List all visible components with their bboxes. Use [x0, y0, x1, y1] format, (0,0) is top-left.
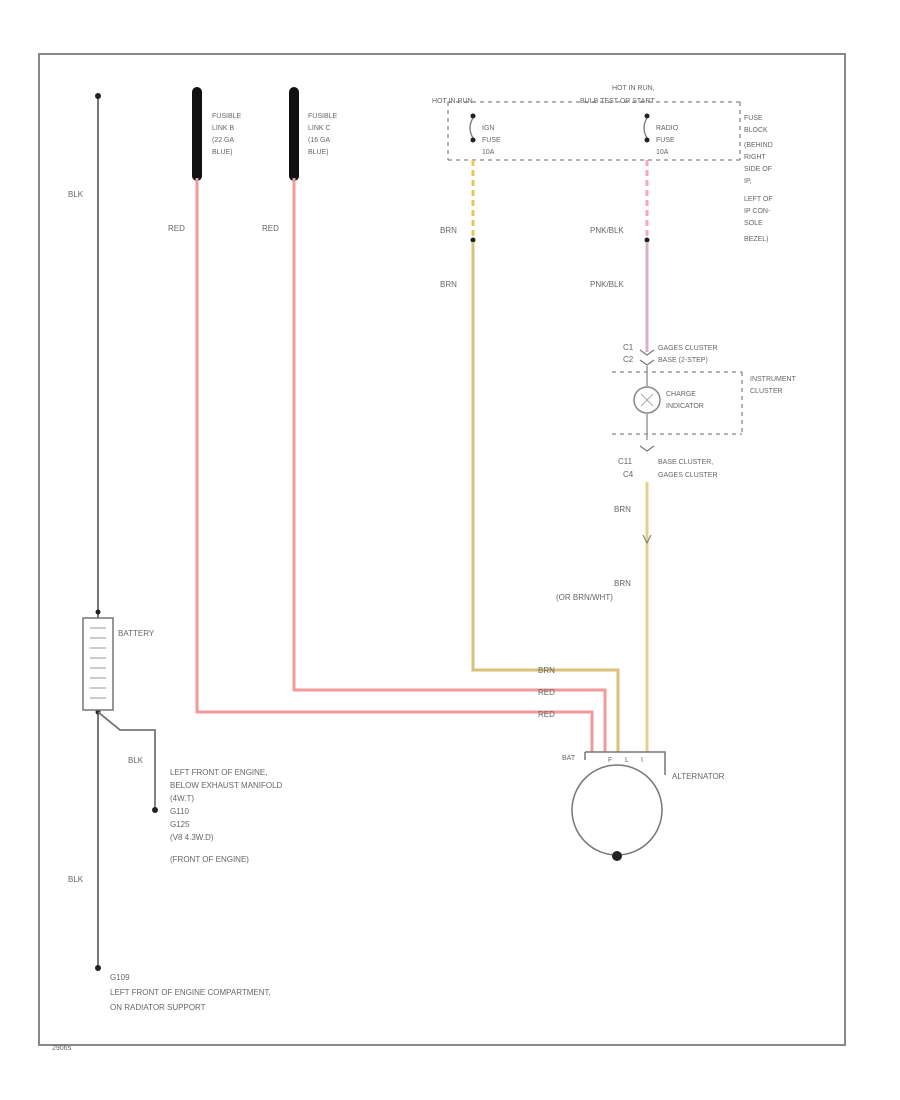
alt-term-i: I	[641, 757, 643, 764]
red-wire-link-b	[195, 178, 594, 752]
svg-text:FUSE: FUSE	[482, 137, 501, 144]
brn-label-2: BRN	[440, 280, 457, 289]
svg-text:IP,: IP,	[744, 178, 752, 185]
alternator-symbol	[571, 764, 663, 856]
connector-c11-c4	[639, 445, 655, 452]
red-label-b: RED	[168, 224, 185, 233]
charge-indicator-label: CHARGE INDICATOR	[666, 391, 704, 410]
alt-term-l: L	[625, 757, 629, 764]
gages-cluster-c1-label: GAGES CLUSTER	[658, 345, 718, 352]
svg-text:BLOCK: BLOCK	[744, 127, 768, 134]
fuse-block-outline	[447, 101, 741, 161]
blk-label-ground: BLK	[128, 756, 144, 765]
svg-text:CLUSTER: CLUSTER	[750, 388, 783, 395]
svg-text:RIGHT: RIGHT	[744, 154, 767, 161]
hot-in-run-bulb-label-1: HOT IN RUN,	[612, 85, 655, 92]
svg-text:SOLE: SOLE	[744, 220, 763, 227]
radio-fuse	[643, 113, 650, 143]
ign-fuse-label: IGN FUSE 10A	[482, 125, 501, 156]
svg-text:LINK B: LINK B	[212, 125, 235, 132]
page-id: 2906s	[52, 1045, 72, 1052]
c4-label: C4	[623, 470, 634, 479]
fuse-block-note: FUSE BLOCK (BEHIND RIGHT SIDE OF IP, LEF…	[744, 115, 773, 243]
svg-text:(22 GA: (22 GA	[212, 137, 235, 144]
instrument-cluster-label: INSTRUMENT CLUSTER	[750, 376, 797, 395]
svg-text:G110: G110	[170, 807, 190, 816]
radio-fuse-label: RADIO FUSE 10A	[656, 125, 679, 156]
gages-cluster-c4-label: GAGES CLUSTER	[658, 472, 718, 479]
svg-text:FUSIBLE: FUSIBLE	[212, 113, 242, 120]
alt-term-bat: BAT	[562, 755, 576, 762]
svg-text:BRN: BRN	[614, 579, 631, 588]
fusible-link-c-label: FUSIBLE LINK C (16 GA BLUE)	[308, 113, 338, 156]
alt-term-f: F	[608, 757, 612, 764]
battery-symbol	[82, 617, 114, 711]
ground-note-2: G109 LEFT FRONT OF ENGINE COMPARTMENT, O…	[110, 973, 271, 1012]
svg-text:SIDE OF: SIDE OF	[744, 166, 772, 173]
brn-label-indicator-1: BRN	[614, 505, 631, 514]
svg-text:FUSE: FUSE	[656, 137, 675, 144]
c2-label: C2	[623, 355, 634, 364]
brn-label-1: BRN	[440, 226, 457, 235]
svg-text:(BEHIND: (BEHIND	[744, 142, 773, 149]
svg-text:BEZEL): BEZEL)	[744, 236, 769, 243]
svg-text:(4W.T): (4W.T)	[170, 794, 194, 803]
svg-text:G125: G125	[170, 820, 190, 829]
svg-text:BLUE): BLUE)	[308, 149, 329, 156]
battery-ground-wire	[97, 711, 156, 808]
svg-text:CHARGE: CHARGE	[666, 391, 696, 398]
svg-text:IGN: IGN	[482, 125, 494, 132]
alternator-terminal-block	[584, 751, 666, 775]
svg-text:(16 GA: (16 GA	[308, 137, 331, 144]
blk-label-top: BLK	[68, 190, 84, 199]
c1-label: C1	[623, 343, 634, 352]
ground-note-1: LEFT FRONT OF ENGINE, BELOW EXHAUST MANI…	[170, 768, 283, 864]
svg-text:10A: 10A	[482, 149, 495, 156]
svg-text:FUSIBLE: FUSIBLE	[308, 113, 338, 120]
svg-text:(OR BRN/WHT): (OR BRN/WHT)	[556, 593, 613, 602]
svg-text:BELOW EXHAUST MANIFOLD: BELOW EXHAUST MANIFOLD	[170, 781, 283, 790]
red-label-c: RED	[262, 224, 279, 233]
ign-fuse	[469, 113, 476, 143]
brn-or-brn-wht-label: BRN (OR BRN/WHT)	[556, 579, 631, 602]
svg-text:LEFT FRONT OF ENGINE,: LEFT FRONT OF ENGINE,	[170, 768, 268, 777]
c11-label: C11	[618, 457, 633, 466]
brn-label-3: BRN	[538, 666, 555, 675]
svg-text:G109: G109	[110, 973, 130, 982]
base-cluster-c2-label: BASE (2-STEP)	[658, 357, 708, 364]
svg-text:LEFT FRONT OF ENGINE COMPARTME: LEFT FRONT OF ENGINE COMPARTMENT,	[110, 988, 271, 997]
hot-in-run-bulb-label-2: BULB TEST OR START	[580, 98, 655, 105]
svg-text:BLUE): BLUE)	[212, 149, 233, 156]
svg-text:IP CON-: IP CON-	[744, 208, 771, 215]
svg-text:10A: 10A	[656, 149, 669, 156]
blk-label-bottom: BLK	[68, 875, 84, 884]
svg-text:(V8 4.3W.D): (V8 4.3W.D)	[170, 833, 214, 842]
svg-text:FUSE: FUSE	[744, 115, 763, 122]
pnk-blk-label-2: PNK/BLK	[590, 280, 624, 289]
alternator-label: ALTERNATOR	[672, 772, 725, 781]
red-wire-link-c	[292, 178, 607, 752]
svg-text:ON RADIATOR SUPPORT: ON RADIATOR SUPPORT	[110, 1003, 206, 1012]
svg-text:(FRONT OF ENGINE): (FRONT OF ENGINE)	[170, 855, 249, 864]
ground-wire-blk	[95, 93, 101, 971]
instrument-cluster-outline	[612, 371, 743, 435]
svg-text:RADIO: RADIO	[656, 125, 679, 132]
red-label-b-bottom: RED	[538, 710, 555, 719]
connector-c1-c2	[639, 349, 655, 366]
svg-text:INSTRUMENT: INSTRUMENT	[750, 376, 797, 383]
pnk-blk-label-1: PNK/BLK	[590, 226, 624, 235]
diagram-border	[38, 53, 846, 1046]
fusible-link-b-label: FUSIBLE LINK B (22 GA BLUE)	[212, 113, 242, 156]
svg-text:LINK C: LINK C	[308, 125, 331, 132]
alternator-ground	[612, 851, 622, 861]
svg-text:LEFT OF: LEFT OF	[744, 196, 773, 203]
hot-in-run-label: HOT IN RUN	[432, 98, 473, 105]
brn-wire-main	[471, 242, 620, 752]
red-label-c-bottom: RED	[538, 688, 555, 697]
base-cluster-c11-label: BASE CLUSTER,	[658, 459, 713, 466]
svg-text:INDICATOR: INDICATOR	[666, 403, 704, 410]
battery-label: BATTERY	[118, 629, 155, 638]
